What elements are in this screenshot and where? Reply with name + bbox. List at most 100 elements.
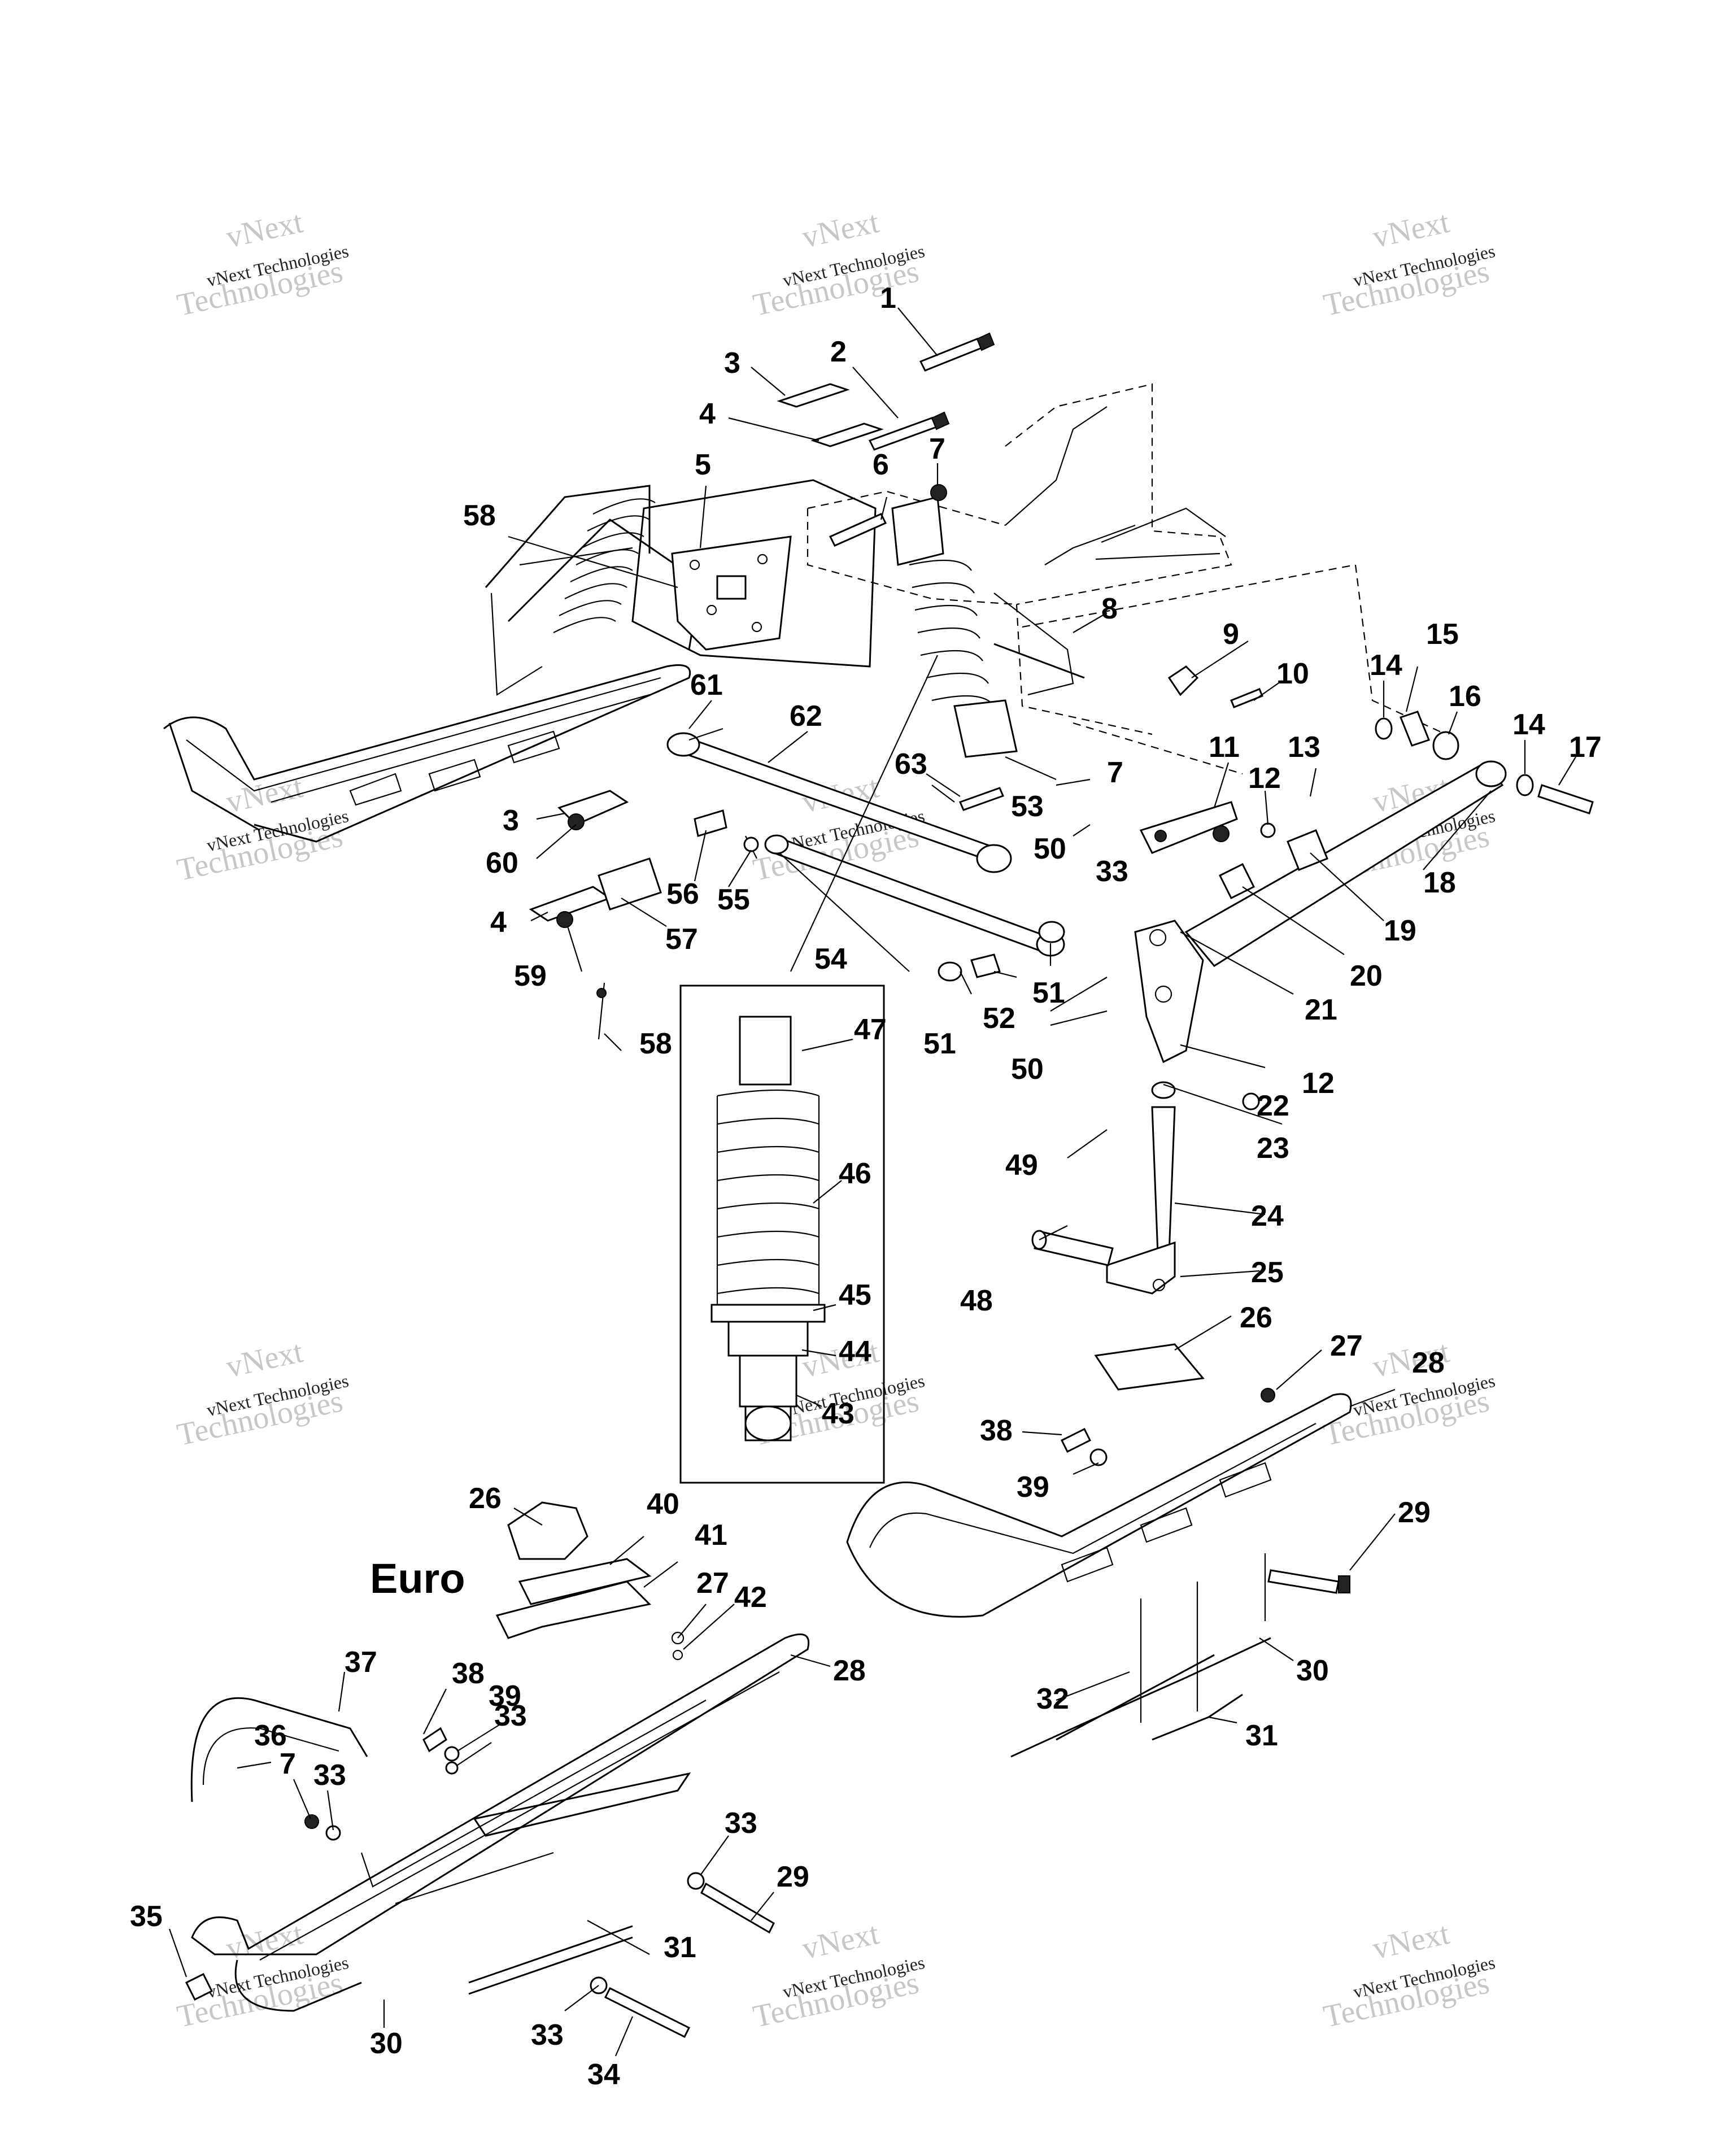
variant-label: Euro [370,1555,465,1602]
part-label-24: 24 [1251,1200,1284,1232]
watermark-top-left: vNext vNext Technologies Technologies [174,204,350,323]
part-label-31b: 31 [664,1931,696,1964]
rear-spring-coils [553,498,656,633]
watermark-brand: vNext [1370,1916,1453,1966]
left-linkage [529,790,759,1040]
part-label-61: 61 [690,669,723,702]
part-label-53: 53 [1011,790,1044,823]
part-label-12b: 12 [1302,1067,1335,1100]
part-label-33d: 33 [725,1807,757,1840]
right-fasteners [1167,665,1594,1110]
watermark-lower-left: vNext vNext Technologies Technologies [174,1334,350,1453]
part-label-55: 55 [717,883,750,916]
part-label-7: 7 [929,433,945,465]
plate-3 [777,383,850,408]
part-label-34: 34 [587,2058,620,2091]
part-label-29b: 29 [777,1861,809,1893]
part-label-30b: 30 [370,2027,403,2060]
part-label-47: 47 [854,1013,887,1046]
watermark-brand: vNext [1370,204,1453,255]
part-label-26b: 26 [469,1482,502,1515]
part-label-14: 14 [1370,649,1402,682]
part-label-37: 37 [345,1646,377,1679]
part-label-38: 38 [980,1414,1013,1447]
watermark-bottom-right: vNext vNext Technologies Technologies [1320,1916,1497,2035]
watermark-top-center: vNext vNext Technologies Technologies [750,204,926,323]
part-label-52: 52 [983,1002,1015,1035]
part-label-44: 44 [839,1335,871,1368]
part-callouts: 1 2 3 4 5 6 7 58 8 9 10 14 15 16 14 17 6… [130,282,1602,2091]
radius-rod-18 [1184,760,1507,967]
watermark-brand: vNext [799,1916,882,1966]
bolt-1 [919,338,983,372]
part-label-50b: 50 [1011,1053,1044,1086]
steering-arm [1139,801,1238,854]
spindle-shaft [1031,1081,1176,1295]
part-label-50: 50 [1034,833,1066,865]
part-label-28b: 28 [833,1654,866,1687]
left-sled-background [163,485,701,843]
part-label-57: 57 [665,923,698,956]
chassis-phantom [807,383,1446,775]
part-label-10: 10 [1276,657,1309,690]
watermark-mid-left: vNext vNext Technologies Technologies [174,769,350,888]
part-label-62: 62 [790,700,822,733]
part-label-14b: 14 [1512,708,1545,741]
part-label-40: 40 [647,1488,679,1521]
part-label-15: 15 [1426,618,1459,651]
part-label-4b: 4 [490,906,507,939]
bolt-2 [868,417,938,451]
bulkhead-block [631,479,877,668]
bolt-6 [829,513,887,547]
part-label-58: 58 [463,499,496,532]
plate-4 [810,423,884,447]
part-label-27: 27 [1330,1330,1363,1362]
part-label-33b: 33 [494,1700,527,1732]
part-label-39: 39 [1017,1471,1049,1504]
euro-ski-assembly [185,1501,809,2039]
part-label-51b: 51 [923,1027,956,1060]
part-label-1: 1 [880,282,896,315]
part-label-9: 9 [1223,618,1239,651]
part-label-33e: 33 [531,2019,564,2052]
part-label-58b: 58 [639,1027,672,1060]
watermark-brand: vNext [799,204,882,255]
part-label-7c: 7 [280,1748,296,1780]
part-label-39b: 39 [489,1680,521,1713]
right-ski-assembly [846,1343,1352,1758]
part-label-6: 6 [873,448,889,481]
part-label-46: 46 [839,1157,871,1190]
part-label-7b: 7 [1107,756,1123,789]
part-label-5: 5 [695,448,711,481]
part-label-3b: 3 [503,804,519,837]
part-label-63: 63 [895,748,927,781]
part-label-30: 30 [1296,1654,1329,1687]
part-label-29: 29 [1398,1496,1431,1529]
part-label-3: 3 [724,347,740,380]
watermark-top-right: vNext vNext Technologies Technologies [1320,204,1497,323]
part-label-48: 48 [960,1284,993,1317]
part-label-13: 13 [1288,731,1320,764]
part-label-28: 28 [1412,1347,1445,1379]
part-label-26: 26 [1240,1301,1272,1334]
part-label-17: 17 [1569,731,1602,764]
watermark-bottom-left: vNext vNext Technologies Technologies [174,1916,350,2035]
part-label-8: 8 [1101,593,1118,625]
part-label-23: 23 [1257,1132,1289,1165]
a-arm-upper [666,728,1012,873]
spindle-housing [1134,829,1328,1064]
part-label-33: 33 [1096,855,1128,888]
part-label-49: 49 [1005,1149,1038,1182]
part-label-43: 43 [822,1397,855,1430]
watermark-brand: vNext [223,204,306,255]
part-label-41: 41 [695,1519,727,1552]
part-label-59: 59 [514,960,547,992]
leader-lines [168,307,1576,2057]
part-label-19: 19 [1384,914,1416,947]
part-label-32: 32 [1036,1683,1069,1715]
part-label-42: 42 [734,1581,767,1614]
part-label-31: 31 [1245,1719,1278,1752]
front-shock-installed [891,496,1085,781]
part-label-20: 20 [1350,960,1383,992]
part-label-16: 16 [1449,680,1481,713]
